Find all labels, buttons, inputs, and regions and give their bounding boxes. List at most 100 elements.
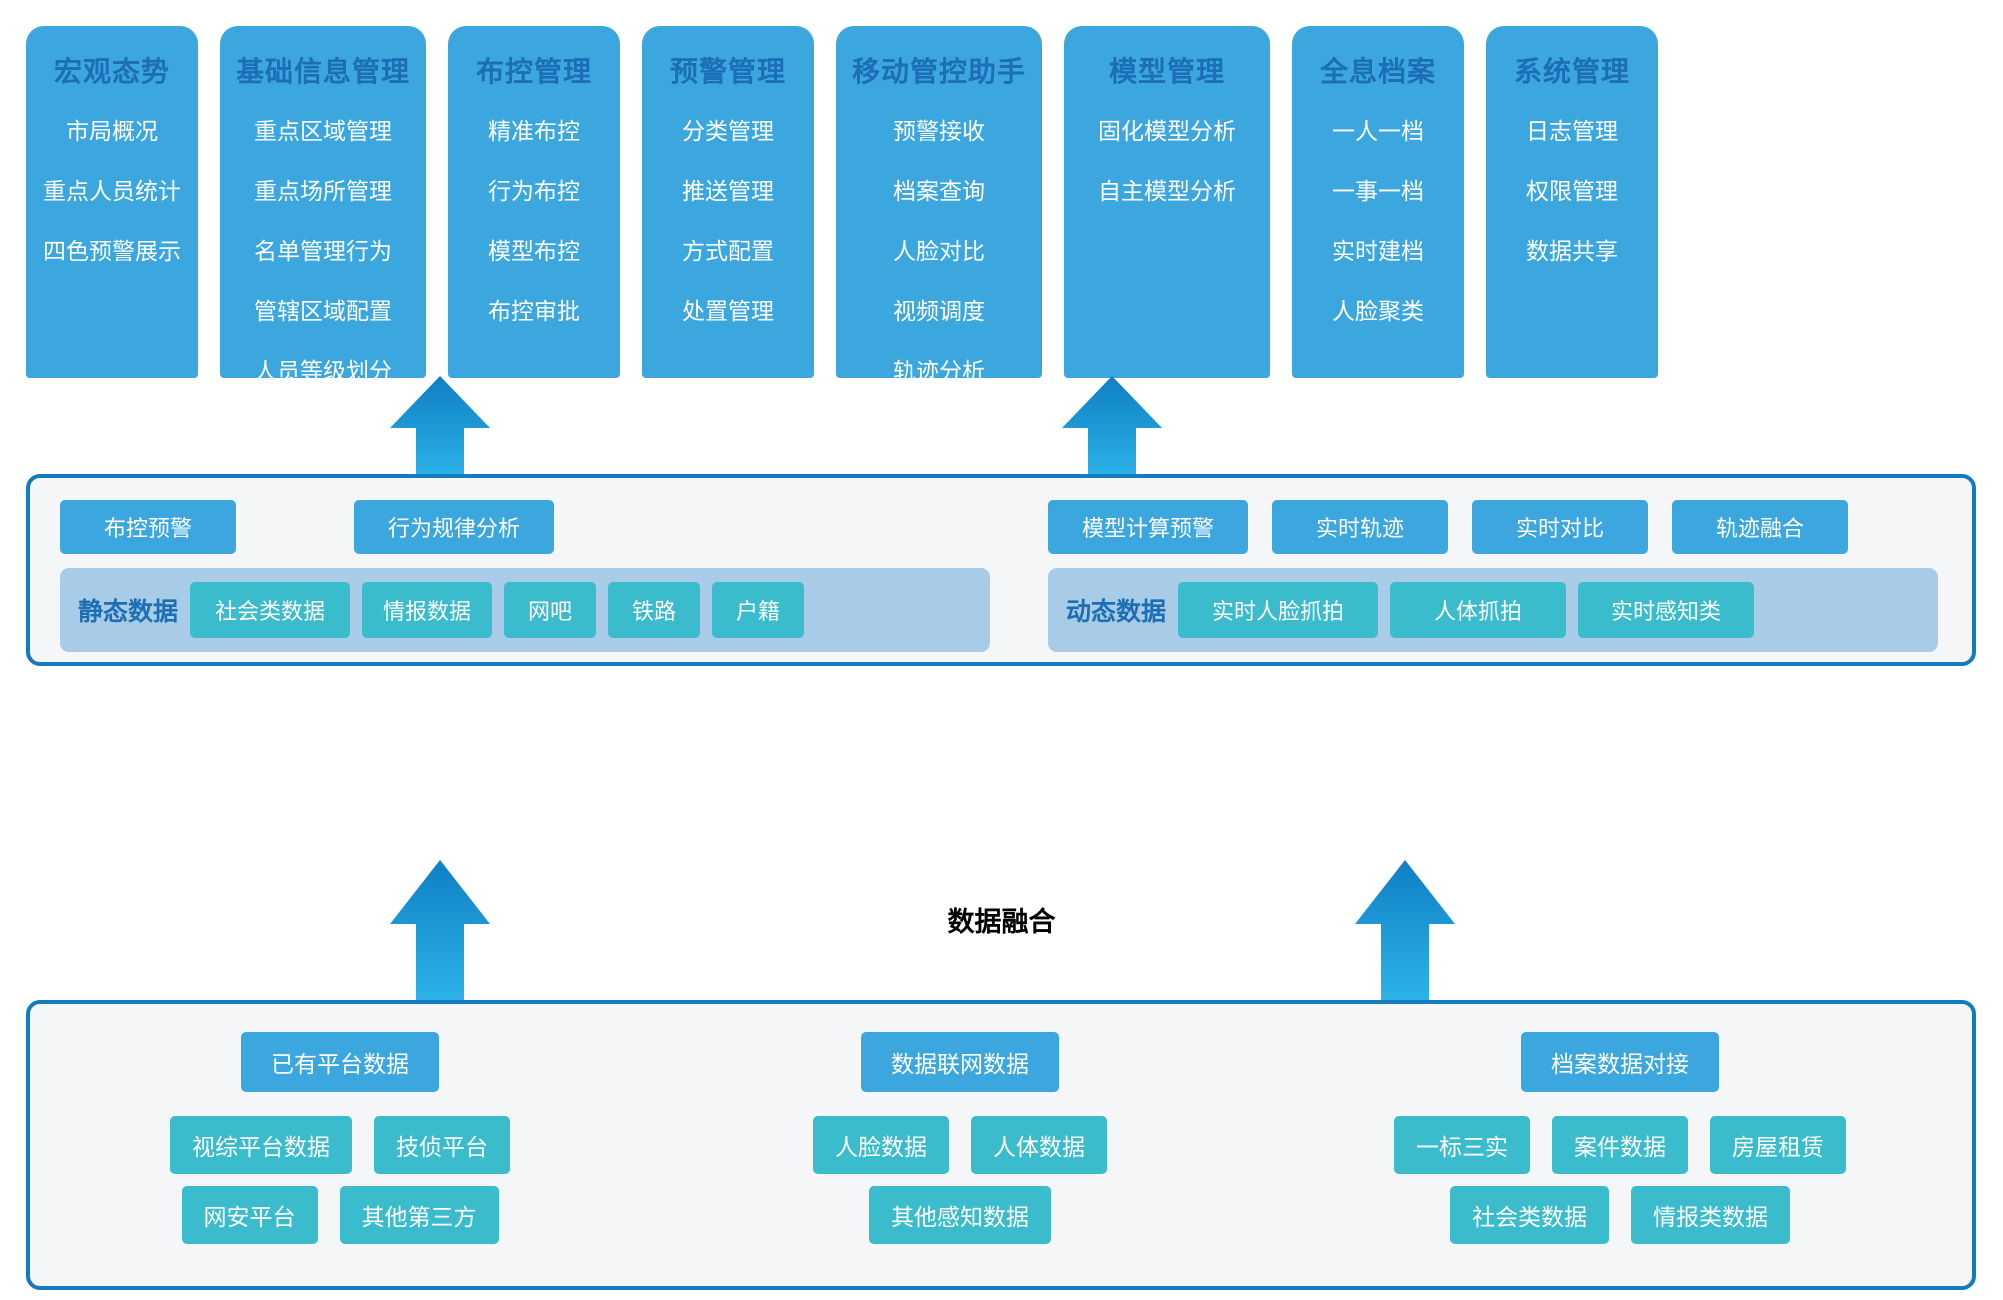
module-item[interactable]: 轨迹分析 — [893, 358, 985, 384]
data-source-chip[interactable]: 技侦平台 — [374, 1116, 510, 1174]
module-item[interactable]: 权限管理 — [1526, 178, 1618, 204]
static-data-group: 布控预警 行为规律分析 静态数据 社会类数据情报数据网吧铁路户籍 — [60, 500, 990, 652]
static-data-label: 静态数据 — [78, 598, 179, 626]
module-item[interactable]: 精准布控 — [488, 118, 580, 144]
static-data-chips: 社会类数据情报数据网吧铁路户籍 — [190, 582, 805, 638]
module-item[interactable]: 四色预警展示 — [43, 238, 181, 264]
data-source-chip[interactable]: 情报类数据 — [1631, 1186, 1790, 1244]
module-column[interactable]: 布控管理精准布控行为布控模型布控布控审批 — [448, 26, 620, 378]
arrow-up-icon-right-top — [1062, 376, 1162, 478]
module-item[interactable]: 重点区域管理 — [254, 118, 392, 144]
module-column[interactable]: 移动管控助手预警接收档案查询人脸对比视频调度轨迹分析 — [836, 26, 1042, 384]
module-column[interactable]: 基础信息管理重点区域管理重点场所管理名单管理行为管辖区域配置人员等级划分 — [220, 26, 426, 384]
module-item[interactable]: 固化模型分析 — [1098, 118, 1236, 144]
data-source-row: 视综平台数据技侦平台 — [170, 1116, 510, 1174]
data-source-chip[interactable]: 视综平台数据 — [170, 1116, 352, 1174]
module-item[interactable]: 布控审批 — [488, 298, 580, 324]
module-column-title: 宏观态势 — [53, 56, 170, 87]
data-source-rows: 人脸数据人体数据其他感知数据 — [813, 1116, 1107, 1244]
data-sources-panel: 已有平台数据视综平台数据技侦平台网安平台其他第三方数据联网数据人脸数据人体数据其… — [26, 1000, 1976, 1290]
module-item[interactable]: 视频调度 — [893, 298, 985, 324]
data-source-chip[interactable]: 实时人脸抓拍 — [1178, 582, 1379, 638]
dynamic-data-group: 模型计算预警实时轨迹实时对比轨迹融合 动态数据 实时人脸抓拍人体抓拍实时感知类 — [1048, 500, 1938, 652]
module-item[interactable]: 人脸聚类 — [1332, 298, 1424, 324]
module-column[interactable]: 预警管理分类管理推送管理方式配置处置管理 — [642, 26, 814, 378]
module-column-title: 预警管理 — [669, 56, 786, 87]
module-item[interactable]: 推送管理 — [682, 178, 774, 204]
module-column[interactable]: 全息档案一人一档一事一档实时建档人脸聚类 — [1292, 26, 1464, 378]
module-column[interactable]: 模型管理固化模型分析自主模型分析 — [1064, 26, 1270, 378]
module-item[interactable]: 一事一档 — [1332, 178, 1424, 204]
data-source-group-header[interactable]: 已有平台数据 — [241, 1032, 439, 1092]
module-column[interactable]: 系统管理日志管理权限管理数据共享 — [1486, 26, 1658, 378]
module-item[interactable]: 重点场所管理 — [254, 178, 392, 204]
data-source-chip[interactable]: 人体数据 — [971, 1116, 1107, 1174]
data-source-row: 人脸数据人体数据 — [813, 1116, 1107, 1174]
capability-chip[interactable]: 行为规律分析 — [354, 500, 554, 554]
arrow-up-icon-left-top — [390, 376, 490, 478]
module-column[interactable]: 宏观态势市局概况重点人员统计四色预警展示 — [26, 26, 198, 378]
capability-chip[interactable]: 模型计算预警 — [1048, 500, 1248, 554]
data-source-chip[interactable]: 人脸数据 — [813, 1116, 949, 1174]
data-source-chip[interactable]: 铁路 — [608, 582, 701, 638]
data-source-chip[interactable]: 房屋租赁 — [1710, 1116, 1846, 1174]
data-source-chip[interactable]: 情报数据 — [362, 582, 493, 638]
data-source-chip[interactable]: 其他第三方 — [339, 1186, 499, 1244]
data-source-chip[interactable]: 其他感知数据 — [869, 1186, 1051, 1244]
data-source-row: 其他感知数据 — [869, 1186, 1051, 1244]
data-source-chip[interactable]: 社会类数据 — [190, 582, 351, 638]
data-source-group: 数据联网数据人脸数据人体数据其他感知数据 — [650, 1004, 1270, 1286]
data-source-chip[interactable]: 社会类数据 — [1450, 1186, 1609, 1244]
data-source-chip[interactable]: 案件数据 — [1552, 1116, 1688, 1174]
data-source-chip[interactable]: 网安平台 — [181, 1186, 318, 1244]
module-item[interactable]: 人员等级划分 — [254, 358, 392, 384]
capability-chip[interactable]: 轨迹融合 — [1672, 500, 1848, 554]
module-item[interactable]: 方式配置 — [682, 238, 774, 264]
data-source-group-header[interactable]: 档案数据对接 — [1521, 1032, 1719, 1092]
data-source-chip[interactable]: 人体抓拍 — [1390, 582, 1567, 638]
module-column-title: 系统管理 — [1513, 56, 1630, 87]
arrow-up-icon-right-bottom — [1355, 860, 1455, 1000]
module-item[interactable]: 处置管理 — [682, 298, 774, 324]
capability-chip[interactable]: 实时对比 — [1472, 500, 1648, 554]
dynamic-data-chips: 实时人脸抓拍人体抓拍实时感知类 — [1178, 582, 1755, 638]
module-item[interactable]: 分类管理 — [682, 118, 774, 144]
data-source-rows: 一标三实案件数据房屋租赁社会类数据情报类数据 — [1394, 1116, 1846, 1244]
module-item[interactable]: 重点人员统计 — [43, 178, 181, 204]
module-column-title: 全息档案 — [1319, 56, 1436, 87]
module-item[interactable]: 名单管理行为 — [254, 238, 392, 264]
data-source-chip[interactable]: 一标三实 — [1394, 1116, 1530, 1174]
data-source-row: 社会类数据情报类数据 — [1450, 1186, 1790, 1244]
capability-chip[interactable]: 布控预警 — [60, 500, 236, 554]
module-item[interactable]: 数据共享 — [1526, 238, 1618, 264]
data-fusion-label: 数据融合 — [947, 907, 1056, 937]
static-capability-row: 布控预警 行为规律分析 — [60, 500, 990, 554]
module-column-title: 布控管理 — [475, 56, 592, 87]
module-column-title: 模型管理 — [1108, 56, 1225, 87]
module-item[interactable]: 一人一档 — [1332, 118, 1424, 144]
module-item[interactable]: 市局概况 — [66, 118, 158, 144]
data-source-group: 档案数据对接一标三实案件数据房屋租赁社会类数据情报类数据 — [1270, 1004, 1970, 1286]
static-data-band: 静态数据 社会类数据情报数据网吧铁路户籍 — [60, 568, 990, 652]
module-item[interactable]: 人脸对比 — [893, 238, 985, 264]
module-item[interactable]: 管辖区域配置 — [254, 298, 392, 324]
data-source-chip[interactable]: 网吧 — [504, 582, 597, 638]
module-item[interactable]: 模型布控 — [488, 238, 580, 264]
dynamic-data-label: 动态数据 — [1066, 598, 1167, 626]
module-item[interactable]: 日志管理 — [1526, 118, 1618, 144]
dynamic-capability-row: 模型计算预警实时轨迹实时对比轨迹融合 — [1048, 500, 1938, 554]
data-source-rows: 视综平台数据技侦平台网安平台其他第三方 — [170, 1116, 510, 1244]
module-item[interactable]: 实时建档 — [1332, 238, 1424, 264]
data-source-group-header[interactable]: 数据联网数据 — [861, 1032, 1059, 1092]
dynamic-data-band: 动态数据 实时人脸抓拍人体抓拍实时感知类 — [1048, 568, 1938, 652]
module-item[interactable]: 行为布控 — [488, 178, 580, 204]
module-column-title: 基础信息管理 — [235, 56, 410, 87]
data-source-chip[interactable]: 实时感知类 — [1578, 582, 1755, 638]
module-item[interactable]: 档案查询 — [893, 178, 985, 204]
module-item[interactable]: 预警接收 — [893, 118, 985, 144]
data-source-group: 已有平台数据视综平台数据技侦平台网安平台其他第三方 — [30, 1004, 650, 1286]
module-item[interactable]: 自主模型分析 — [1098, 178, 1236, 204]
capability-chip[interactable]: 实时轨迹 — [1272, 500, 1448, 554]
data-source-chip[interactable]: 户籍 — [712, 582, 805, 638]
data-source-row: 一标三实案件数据房屋租赁 — [1394, 1116, 1846, 1174]
